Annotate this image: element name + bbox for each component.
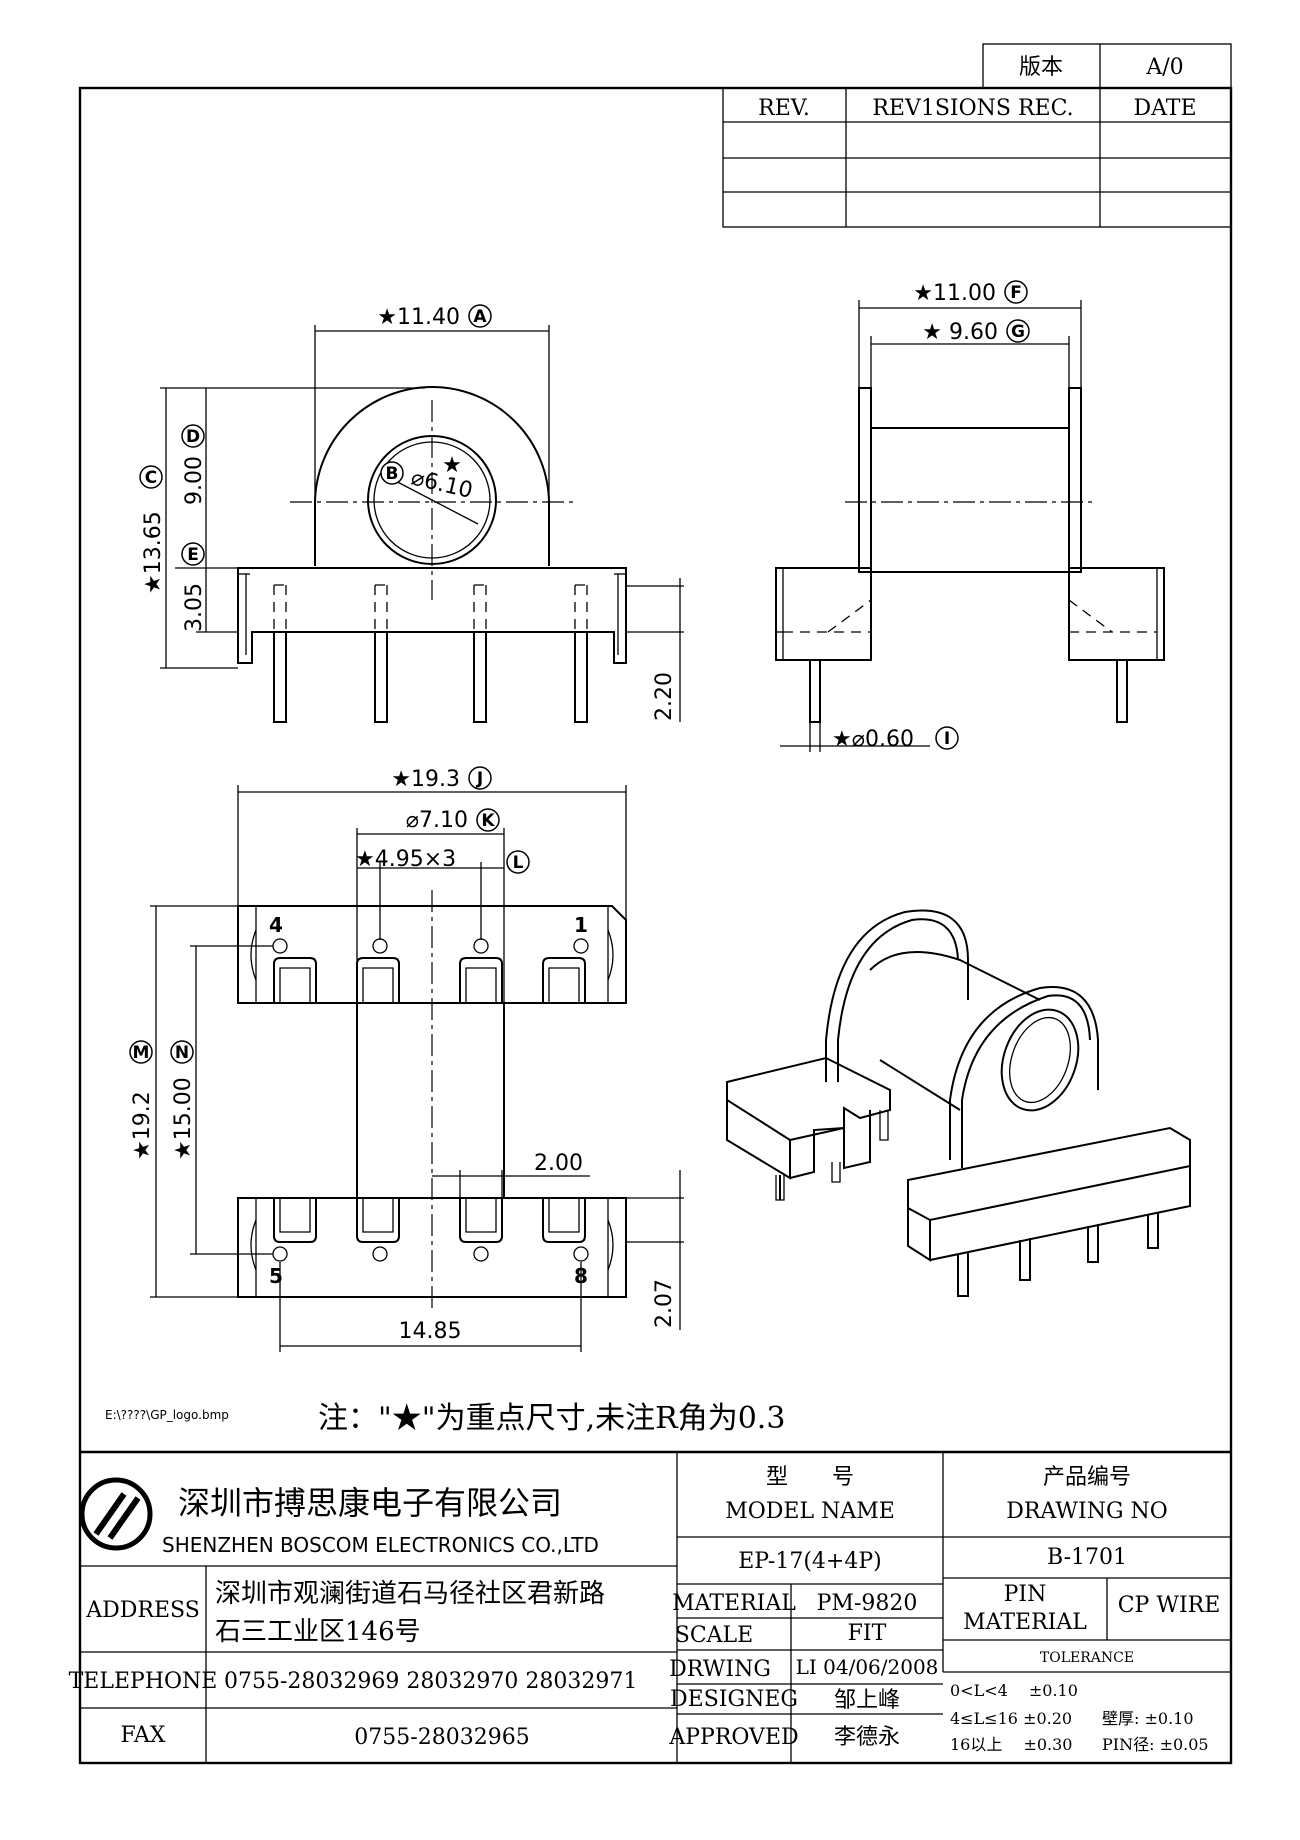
dim-i-value: ★⌀0.60 [832, 727, 914, 752]
designer-label: DESIGNEG [670, 1687, 798, 1712]
dim-d-value: 9.00 [182, 456, 207, 505]
version-label: 版本 [1019, 55, 1063, 80]
revisions-column-header: REV1SIONS REC. [872, 96, 1073, 121]
fax-value: 0755-28032965 [354, 1725, 529, 1750]
dim-a-value: ★11.40 [377, 305, 460, 330]
wall-thickness-tolerance: 壁厚: ±0.10 [1102, 1709, 1194, 1728]
company-logo [79, 1477, 153, 1551]
dim-d-tag: D [186, 427, 200, 447]
front-pins [273, 584, 588, 723]
material-value: PM-9820 [817, 1591, 918, 1616]
dim-i-tag: I [944, 729, 950, 749]
revision-table: 版本 A/0 REV. REV1SIONS REC. DATE [722, 43, 1232, 228]
logo-path-text: E:\????\GP_logo.bmp [105, 1408, 229, 1422]
side-view: ★11.00 F ★ 9.60 G ★⌀0.60 I [775, 280, 1165, 752]
front-view: ★11.40 A B ⌀6.10 ★ ★13.65 C 9.00 D 3.05 … [139, 304, 684, 723]
dim-j-tag: J [476, 769, 483, 789]
telephone-label: TELEPHONE [69, 1669, 218, 1694]
pin-material-value: CP WIRE [1118, 1593, 1221, 1618]
bottom-view: 4 1 5 8 ★19.3 J ⌀7.10 K ★4.95×3 L ★19.2 … [129, 766, 684, 1352]
dim-n-tag: N [175, 1043, 189, 1063]
dim-g-tag: G [1011, 322, 1025, 342]
pin-number-4: 4 [269, 913, 283, 937]
tolerance-row-1: 0<L<4 ±0.10 [950, 1681, 1078, 1700]
model-value: EP-17(4+4P) [738, 1549, 881, 1574]
pin-length-bottom-value: 2.07 [652, 1279, 677, 1328]
address-label: ADDRESS [85, 1598, 200, 1623]
pin-number-1: 1 [574, 913, 588, 937]
drawing-no-value: B-1701 [1047, 1545, 1127, 1570]
dim-k-tag: K [481, 811, 495, 831]
designer-value: 邹上峰 [834, 1688, 900, 1713]
bottom-slots [250, 1198, 614, 1271]
dim-k-value: ⌀7.10 [406, 808, 468, 833]
model-label-cn: 型 号 [766, 1465, 854, 1490]
company-name-en: SHENZHEN BOSCOM ELECTRONICS CO.,LTD [162, 1533, 599, 1557]
tolerance-row-3: 16以上 ±0.30 [950, 1735, 1072, 1754]
dim-c-value: ★13.65 [141, 511, 166, 594]
model-label-en: MODEL NAME [725, 1499, 895, 1524]
drawing-frame [78, 86, 1233, 1765]
version-value: A/0 [1145, 55, 1183, 80]
dim-a-tag: A [473, 307, 487, 327]
pin-span-value: 14.85 [399, 1319, 462, 1344]
pin-length-side-value: 2.20 [652, 672, 677, 721]
dim-j-value: ★19.3 [391, 767, 460, 792]
dim-c-tag: C [145, 468, 157, 488]
address-line-2: 石三工业区146号 [215, 1617, 421, 1647]
approved-value: 李德永 [834, 1725, 900, 1750]
drawing-no-label-cn: 产品编号 [1043, 1465, 1131, 1490]
dim-b-tag: B [386, 464, 399, 484]
date-column-header: DATE [1133, 96, 1196, 121]
drawing-note: 注："★"为重点尺寸,未注R角为0.3 [318, 1401, 785, 1436]
drawing-no-label-en: DRAWING NO [1006, 1499, 1168, 1524]
drawing-by-label: DRWING [669, 1657, 771, 1682]
scale-value: FIT [848, 1621, 887, 1646]
dim-f-value: ★11.00 [913, 281, 996, 306]
dim-g-value: ★ 9.60 [922, 320, 998, 345]
fax-label: FAX [121, 1723, 166, 1748]
dim-l-value: ★4.95×3 [355, 847, 456, 872]
dim-m-value: ★19.2 [130, 1091, 155, 1160]
title-block: 深圳市搏思康电子有限公司 SHENZHEN BOSCOM ELECTRONICS… [69, 1450, 1231, 1763]
scale-label: SCALE [675, 1623, 753, 1648]
pin-material-label-1: PIN [1004, 1582, 1047, 1607]
address-line-1: 深圳市观澜街道石马径社区君新路 [215, 1579, 605, 1609]
pin-number-5: 5 [269, 1264, 283, 1288]
dim-e-tag: E [187, 545, 199, 565]
slot-width-value: 2.00 [534, 1151, 583, 1176]
approved-label: APPROVED [668, 1725, 798, 1750]
dim-e-value: 3.05 [182, 583, 207, 632]
tolerance-label: TOLERANCE [1040, 1650, 1134, 1666]
pin-material-label-2: MATERIAL [963, 1610, 1087, 1635]
company-name-cn: 深圳市搏思康电子有限公司 [178, 1484, 562, 1522]
material-label: MATERIAL [672, 1591, 796, 1616]
tolerance-row-2: 4≤L≤16 ±0.20 [950, 1709, 1072, 1728]
dim-m-tag: M [133, 1043, 150, 1063]
dim-l-tag: L [513, 853, 524, 873]
dim-f-tag: F [1010, 283, 1022, 303]
rev-column-header: REV. [758, 96, 810, 121]
pin-diameter-tolerance: PIN径: ±0.05 [1102, 1735, 1209, 1754]
isometric-view [726, 909, 1191, 1297]
drawing-by-value: LI 04/06/2008 [796, 1655, 939, 1679]
dim-n-value: ★15.00 [171, 1077, 196, 1160]
dim-b-star: ★ [442, 453, 462, 478]
telephone-value: 0755-28032969 28032970 28032971 [224, 1669, 637, 1694]
